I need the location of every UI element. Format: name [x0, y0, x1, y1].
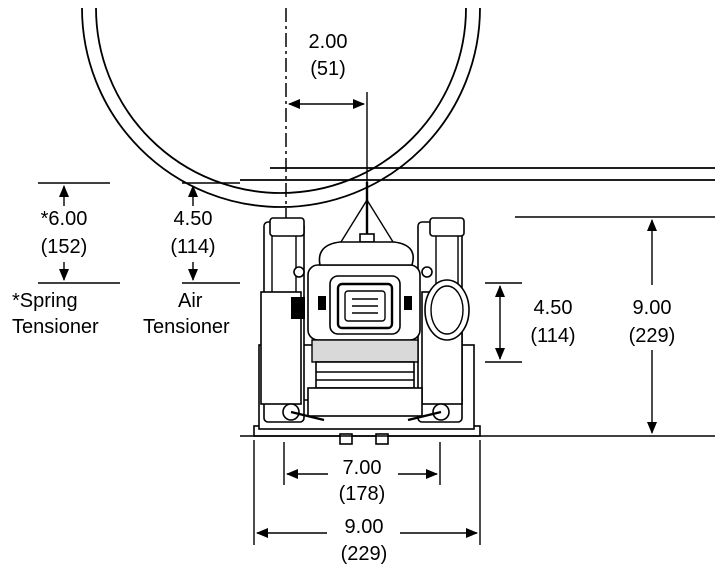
cleaner-assembly: [253, 182, 481, 445]
dim-adjustment: 4.50 (114): [485, 282, 576, 363]
dim-inner-width-metric: (178): [339, 483, 386, 505]
dim-spring-drop: *6.00 (152): [38, 182, 120, 284]
air-tensioner-label-1: Air: [178, 290, 203, 312]
dim-adjustment-metric: (114): [530, 325, 575, 347]
dim-overall-width-metric: (229): [341, 543, 388, 565]
dim-overall-width-value: 9.00: [345, 516, 384, 538]
dim-adjustment-value: 4.50: [534, 297, 573, 319]
dim-pulley-offset-value: 2.00: [309, 31, 348, 53]
spring-tensioner-label-1: *Spring: [12, 290, 78, 312]
dim-air-drop-value: 4.50: [174, 208, 213, 230]
dim-pulley-offset-metric: (51): [310, 58, 346, 80]
dim-inner-width: 7.00 (178): [286, 457, 438, 505]
dim-inner-width-value: 7.00: [343, 457, 382, 479]
dim-spring-drop-metric: (152): [41, 236, 88, 258]
air-tensioner-label-2: Tensioner: [143, 316, 230, 338]
dim-spring-drop-value: *6.00: [41, 208, 88, 230]
spring-tensioner-label-2: Tensioner: [12, 316, 99, 338]
dim-overall-width: 9.00 (229): [256, 516, 478, 565]
dim-air-drop-metric: (114): [170, 236, 215, 258]
dim-overall-height-value: 9.00: [633, 297, 672, 319]
dim-pulley-offset: 2.00 (51): [288, 31, 365, 109]
dim-overall-height-metric: (229): [629, 325, 676, 347]
dim-air-drop: 4.50 (114): [170, 182, 240, 284]
bottom-extension-lines: [240, 435, 715, 545]
conveyor-belt: [240, 167, 715, 181]
dim-overall-height: 9.00 (229): [515, 216, 715, 434]
head-pulley: [81, 7, 481, 208]
